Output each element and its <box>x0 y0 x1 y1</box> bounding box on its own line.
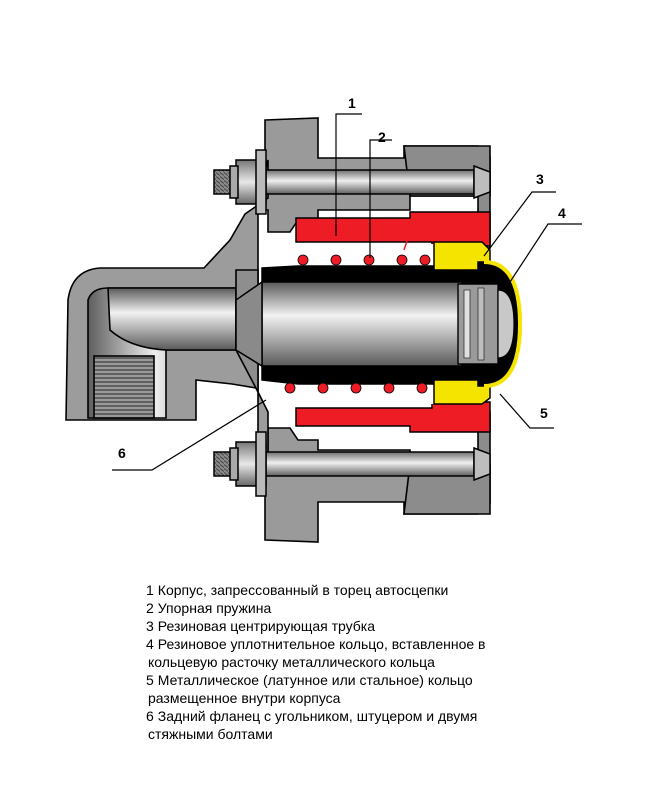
leader-line-2 <box>369 139 392 258</box>
upper-bolt <box>213 149 491 215</box>
legend-text-continued: кольцевую расточку металлического кольца <box>148 654 435 670</box>
rubber-centring-tube <box>295 211 491 433</box>
spring-coil <box>416 382 428 394</box>
spring-coil <box>284 382 296 394</box>
metal-ring <box>433 241 491 405</box>
legend-number: 6 <box>146 708 154 724</box>
callout-3: 3 <box>536 171 544 187</box>
legend-text: Корпус, запрессованный в торец автосцепк… <box>157 582 449 598</box>
legend-number: 5 <box>146 672 154 688</box>
spring-coil <box>396 254 408 266</box>
inner-sleeve <box>235 265 485 385</box>
lower-bolt <box>213 431 491 497</box>
callout-1: 1 <box>348 95 356 111</box>
rubber-sealing-ring <box>457 260 523 388</box>
legend-number: 2 <box>146 600 154 616</box>
coupling-head-cross-section: 1 2 3 4 5 6 <box>65 95 582 543</box>
legend-text: Металлическое (латунное или стальное) ко… <box>157 672 473 688</box>
callout-6: 6 <box>118 445 126 461</box>
rear-flange-elbow <box>65 159 269 461</box>
callout-4: 4 <box>558 205 566 221</box>
legend-text: Резиновое уплотнительное кольцо, вставле… <box>157 636 486 652</box>
spring-coil <box>317 382 329 394</box>
legend-number: 3 <box>146 618 154 634</box>
leader-lines <box>112 113 582 471</box>
spring-coil <box>350 382 362 394</box>
callout-5: 5 <box>540 405 548 421</box>
callout-labels: 1 2 3 4 5 6 <box>118 95 566 461</box>
leader-line-5 <box>499 393 554 429</box>
legend-number: 1 <box>146 582 154 598</box>
spring-coil <box>383 382 395 394</box>
leader-line-3 <box>483 191 556 257</box>
legend-text: Резиновая центрирующая трубка <box>157 618 376 634</box>
callout-2: 2 <box>378 129 386 145</box>
legend-number: 4 <box>146 636 154 652</box>
legend-text-continued: стяжными болтами <box>148 726 273 742</box>
legend-text: Упорная пружина <box>157 600 272 616</box>
leader-line-4 <box>509 223 582 283</box>
spring-coil <box>363 254 375 266</box>
legend-text: Задний фланец с угольником, штуцером и д… <box>157 708 478 724</box>
spring-coil <box>330 254 342 266</box>
spring-coil <box>419 254 431 266</box>
spring-bottom-coils <box>284 382 428 394</box>
spring-top-coils <box>297 254 431 266</box>
spring-coil <box>297 254 309 266</box>
leader-line-6 <box>112 399 267 471</box>
legend-text-continued: размещенное внутри корпуса <box>148 690 341 706</box>
tube-tick-mark <box>403 237 409 251</box>
leader-line-1 <box>335 113 362 236</box>
